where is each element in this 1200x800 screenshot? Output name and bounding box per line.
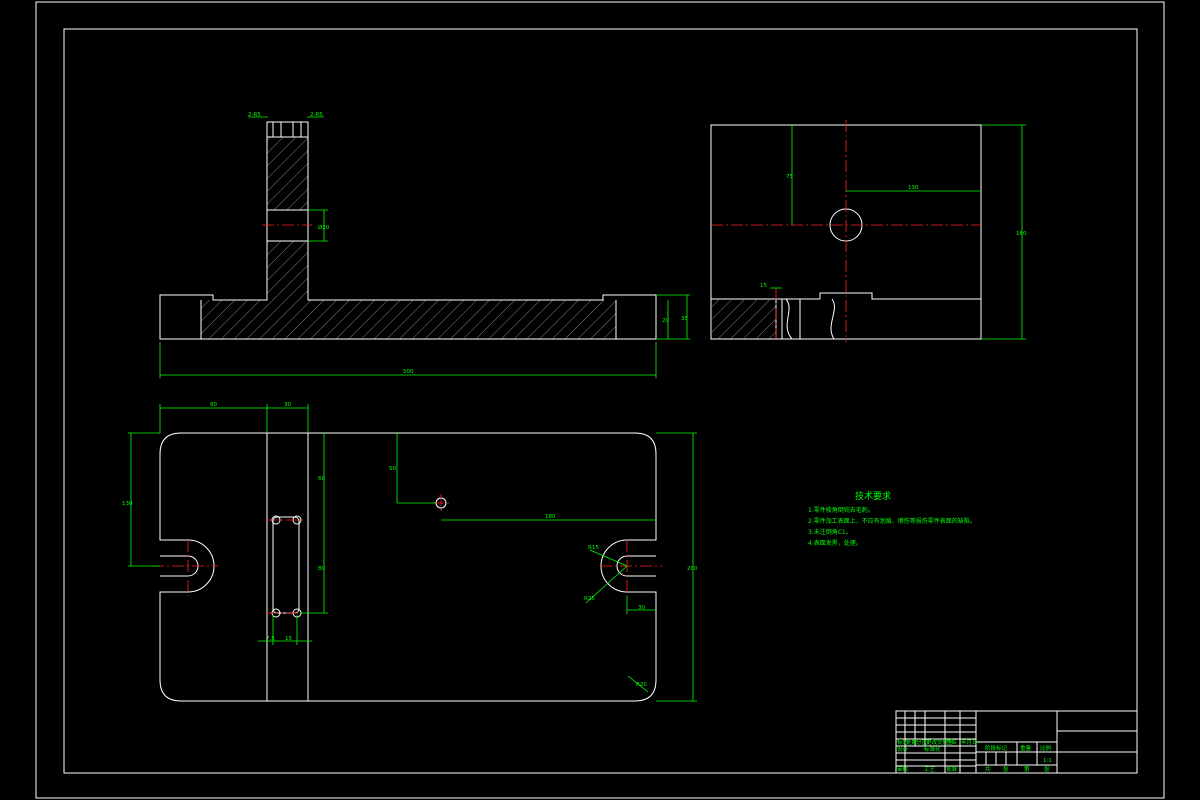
dim-corner-radius: R20 — [636, 682, 647, 688]
dim-plan-hole-right: 180 — [545, 514, 556, 520]
tb-label: 分区 — [916, 738, 928, 746]
dim-side-top: 75 — [786, 174, 793, 180]
column-bore — [266, 209, 309, 242]
tb-label: 比例 — [1040, 744, 1052, 752]
title-block: 标记 处数 分区 更改文件号 签名 年月日 设计 标准化 阶段标记 重量 比例 … — [895, 710, 1138, 774]
hatch-base — [201, 300, 616, 339]
tb-label: 标记 — [897, 738, 909, 746]
side-break-left — [785, 298, 793, 340]
dim-plan-total-height: 200 — [687, 566, 698, 572]
column-slot-left — [272, 121, 282, 138]
dim-slot-right: 2-R5 — [310, 112, 323, 118]
side-base-step — [819, 292, 981, 300]
dim-side-horizontal: 130 — [908, 185, 919, 191]
title-block-frame — [895, 710, 1138, 774]
tb-label: 审核 — [897, 765, 909, 773]
dim-leader — [585, 565, 628, 604]
dim-plan-left-width: 80 — [210, 402, 217, 408]
tb-label: 设计 — [897, 745, 909, 753]
dim-leader — [589, 549, 628, 567]
dim-side-height: 160 — [1016, 231, 1027, 237]
dim-plan-strip-width: 30 — [284, 402, 291, 408]
dim-slot-radius-a: R15 — [588, 545, 599, 551]
hatch-column-lower — [267, 241, 308, 300]
plan-view: 80 30 130 50 180 60 80 7.5 15 200 R15 R2… — [122, 402, 698, 702]
tb-scale: 1:1 — [1043, 758, 1052, 764]
notes-title: 技术要求 — [855, 490, 891, 502]
dim-plan-bottom-b: 15 — [285, 636, 292, 642]
dim-side-small: 15 — [760, 283, 767, 289]
note-line: 2.零件加工表面上，不应有划痕、擦伤等损伤零件表面的缺陷。 — [808, 517, 976, 525]
tb-label: 处数 — [906, 738, 918, 746]
tb-label: 更改文件号 — [926, 738, 954, 746]
side-break-right — [830, 298, 835, 340]
inner-border — [63, 28, 1138, 774]
tb-label: 年月日 — [961, 738, 978, 746]
dim-slot-radius-b: R25 — [584, 596, 595, 602]
column-slot-right — [292, 121, 302, 138]
dim-slot-right-offset: 30 — [638, 605, 645, 611]
tb-label: 张 — [1044, 765, 1050, 773]
dim-plan-bottom-a: 7.5 — [266, 636, 275, 642]
tb-label: 签名 — [946, 738, 957, 746]
plan-outline — [159, 432, 657, 702]
tb-label: 张 — [1003, 765, 1009, 773]
dim-bore: Ø20 — [318, 224, 330, 231]
technical-notes: 技术要求 1.零件棱角倒钝去毛刺。 2.零件加工表面上，不应有划痕、擦伤等损伤零… — [808, 490, 976, 547]
note-line: 4.表面发黑，处理。 — [808, 539, 862, 547]
dim-leader — [627, 675, 649, 693]
dim-overall-length: 500 — [403, 369, 414, 375]
dim-plan-left-height: 130 — [122, 501, 133, 507]
side-hatch — [712, 300, 776, 339]
tb-label: 共 — [985, 765, 991, 773]
dim-plan-strip-lower: 80 — [318, 566, 325, 572]
tb-label: 第 — [1024, 765, 1030, 773]
tb-label: 阶段标记 — [985, 744, 1008, 752]
tb-label: 标准化 — [924, 745, 941, 753]
front-view: 2-R5 2-R5 Ø20 500 20 35 — [159, 112, 690, 378]
dim-total-height: 35 — [681, 316, 688, 322]
plan-slot — [272, 516, 300, 614]
dim-base-height: 20 — [662, 318, 669, 324]
hatch-column-upper — [267, 137, 308, 210]
tb-label: 批准 — [946, 765, 958, 773]
note-line: 3.未注倒角C1。 — [808, 528, 852, 536]
tb-label: 重量 — [1020, 744, 1032, 752]
outer-border — [35, 1, 1165, 799]
dim-plan-hole-top: 50 — [389, 466, 396, 472]
dim-slot-left: 2-R5 — [248, 112, 261, 118]
side-view: 75 130 160 15 — [710, 120, 1027, 342]
dim-plan-strip-upper: 60 — [318, 476, 325, 482]
tb-label: 工艺 — [924, 766, 936, 773]
note-line: 1.零件棱角倒钝去毛刺。 — [808, 506, 874, 514]
